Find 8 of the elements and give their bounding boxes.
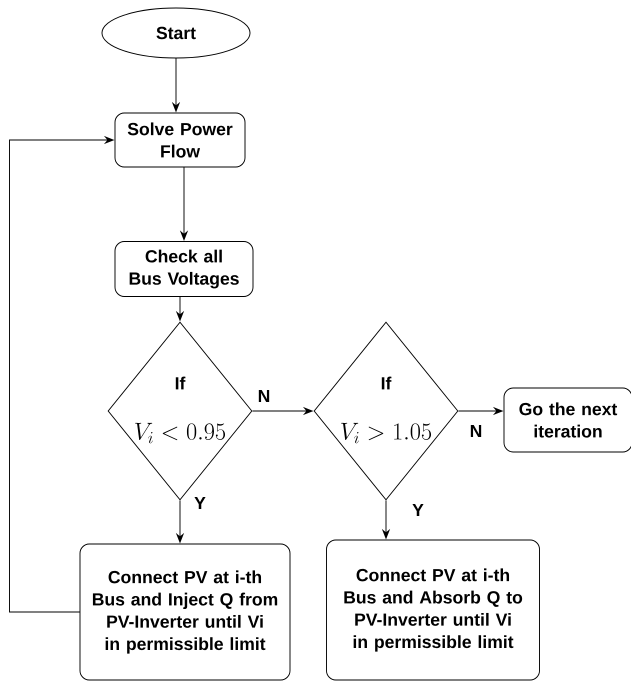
process-box: Connect PV at i-th Bus and Inject Q from PV-Inverter until Vi in permissible limit — [80, 544, 290, 680]
process-box: Go the next iteration — [504, 388, 631, 452]
edge-label: N — [256, 388, 272, 404]
process-box: Connect PV at i-th Bus and Absorb Q to PV-Inverter until Vi in permissible limit — [326, 540, 540, 680]
process-box: Solve Power Flow — [114, 112, 246, 168]
edge-label: Y — [410, 502, 426, 518]
process-box: Check all Bus Voltages — [114, 241, 254, 297]
edge-label: N — [468, 424, 484, 438]
